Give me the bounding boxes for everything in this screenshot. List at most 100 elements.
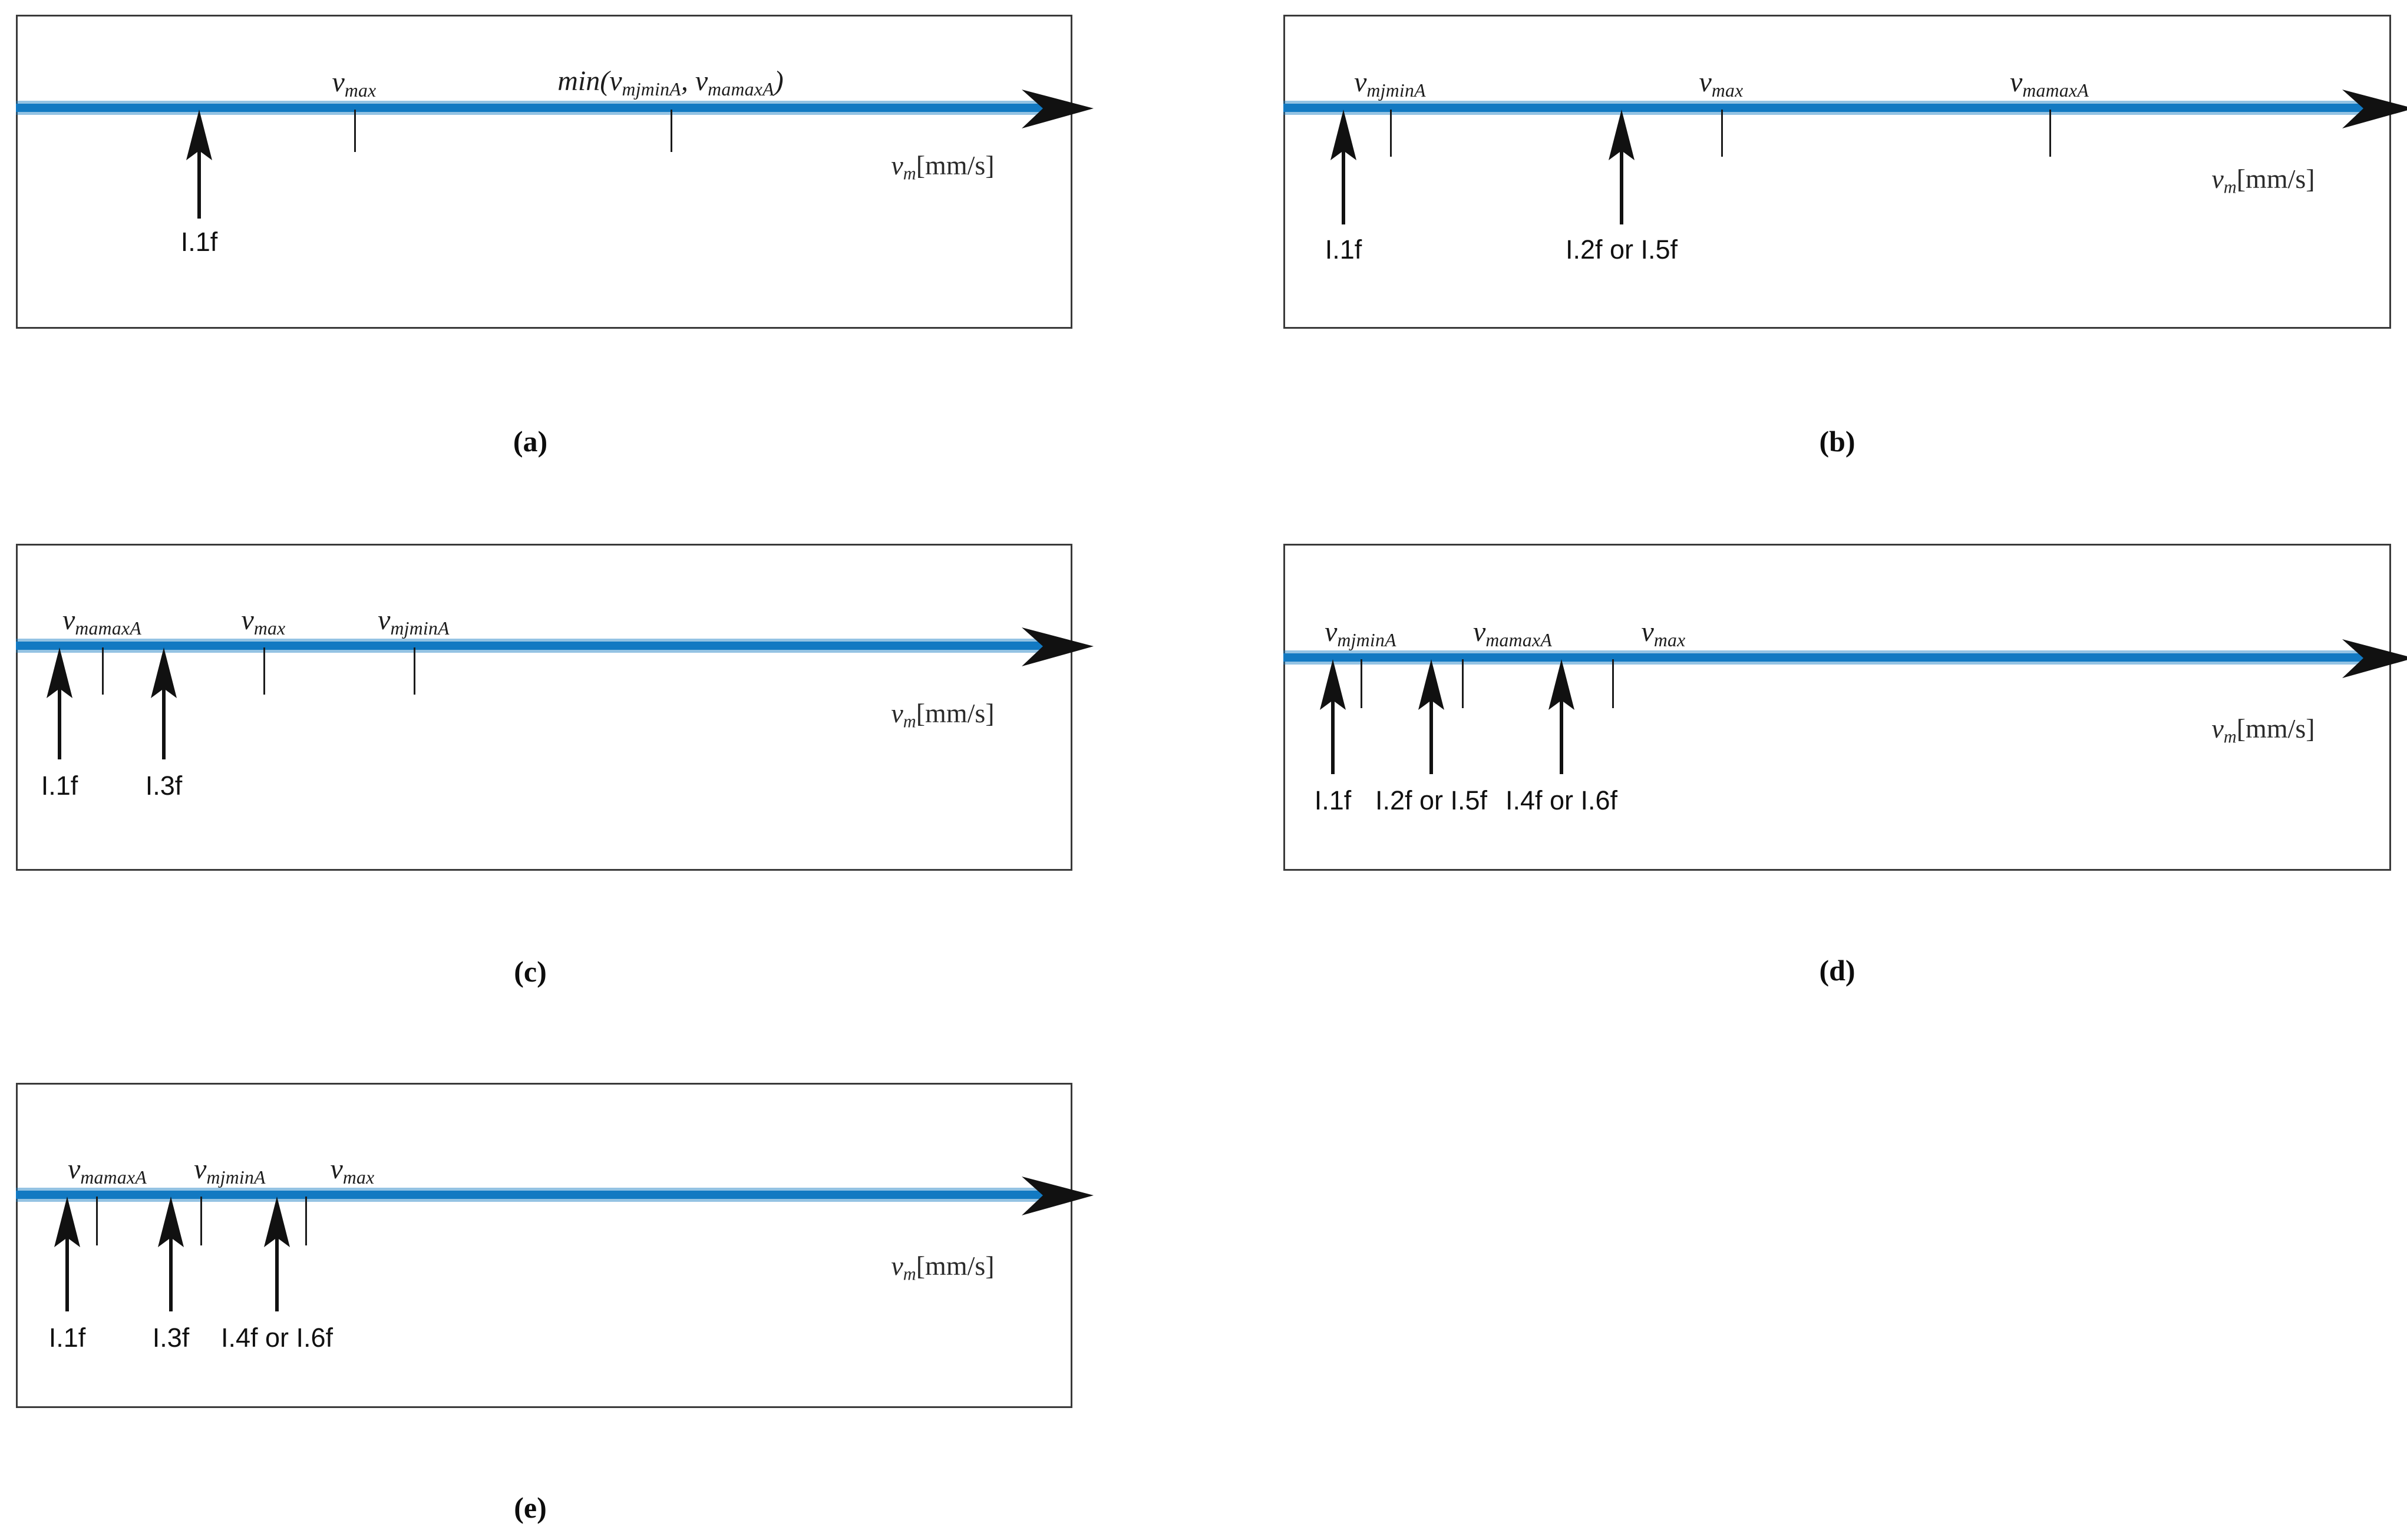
tick-label-vmax: vmax bbox=[242, 606, 286, 638]
tick-label-vmjminA: vmjminA bbox=[1325, 618, 1396, 650]
tick-mark bbox=[305, 1197, 307, 1245]
tick-label-sub: mjminA bbox=[1366, 80, 1426, 101]
panel-b: vmjminA vmax vmamaxA I.1f I.2f or I.5f v… bbox=[1283, 15, 2407, 329]
tick-mark bbox=[1612, 659, 1614, 708]
tick-label-min-expression: min(vmjminA, vmamaxA) bbox=[557, 67, 784, 99]
caption-d: (d) bbox=[1819, 954, 1855, 987]
arrow-label: I.4f or I.6f bbox=[1505, 785, 1618, 815]
tick-label-base: v bbox=[1699, 67, 1712, 98]
unit-sub: m bbox=[2223, 726, 2237, 747]
tick-label-sub: mjminA bbox=[1337, 629, 1396, 650]
tick-label-vmamaxA: vmamaxA bbox=[1473, 618, 1552, 650]
tick-label-sub: mamaxA bbox=[2022, 80, 2089, 101]
min-arg1-base: v bbox=[609, 65, 622, 97]
tick-label-vmjminA: vmjminA bbox=[1354, 68, 1426, 100]
unit-bracket: [mm/s] bbox=[2236, 164, 2315, 194]
up-arrow bbox=[52, 1197, 82, 1311]
axis-unit-label-c: vm[mm/s] bbox=[891, 700, 994, 731]
tick-label-base: v bbox=[1641, 616, 1654, 647]
tick-label-sub: max bbox=[1653, 629, 1686, 650]
axis-unit-label-d: vm[mm/s] bbox=[2211, 715, 2314, 746]
tick-label-base: v bbox=[241, 604, 254, 636]
arrow-label: I.1f bbox=[1325, 234, 1362, 265]
tick-mark bbox=[671, 110, 672, 152]
tick-label-sub: mjminA bbox=[206, 1166, 266, 1188]
axis-unit-label-b: vm[mm/s] bbox=[2211, 166, 2314, 196]
tick-mark bbox=[200, 1197, 202, 1245]
unit-sub: m bbox=[903, 163, 916, 184]
tick-mark bbox=[1462, 659, 1464, 708]
tick-mark bbox=[2049, 110, 2051, 157]
up-arrow bbox=[262, 1197, 292, 1311]
tick-label-sub: max bbox=[253, 617, 286, 639]
panel-d: vmjminA vmamaxA vmax I.1f I.2f or I.5f I… bbox=[1283, 544, 2407, 871]
tick-label-vmamaxA: vmamaxA bbox=[2010, 68, 2089, 100]
tick-label-base: v bbox=[194, 1154, 207, 1185]
tick-label-base: v bbox=[1473, 616, 1486, 647]
arrow-label: I.2f or I.5f bbox=[1565, 234, 1678, 265]
arrow-label: I.3f bbox=[145, 771, 183, 801]
axis-unit-label-e: vm[mm/s] bbox=[891, 1253, 994, 1283]
tick-label-vmamaxA: vmamaxA bbox=[68, 1155, 147, 1187]
unit-sub: m bbox=[903, 1264, 916, 1284]
min-arg2-base: v bbox=[695, 65, 708, 97]
unit-bracket: [mm/s] bbox=[916, 150, 995, 180]
arrow-label: I.1f bbox=[48, 1323, 86, 1353]
min-comma: , bbox=[681, 65, 695, 97]
tick-label-sub: mamaxA bbox=[75, 617, 141, 639]
tick-label-sub: mamaxA bbox=[80, 1166, 147, 1188]
axis-unit-label-a: vm[mm/s] bbox=[891, 152, 994, 183]
caption-c: (c) bbox=[514, 955, 547, 988]
tick-label-sub: max bbox=[1711, 80, 1744, 101]
tick-label-sub: mjminA bbox=[390, 617, 450, 639]
tick-label-vmax: vmax bbox=[1642, 618, 1686, 650]
tick-mark bbox=[102, 647, 104, 695]
tick-label-base: v bbox=[1354, 67, 1367, 98]
unit-base: v bbox=[891, 698, 903, 728]
tick-label-base: v bbox=[62, 604, 75, 636]
min-arg1-sub: mjminA bbox=[622, 78, 681, 100]
arrow-label: I.3f bbox=[152, 1323, 190, 1353]
arrow-label: I.1f bbox=[1314, 785, 1352, 815]
tick-label-sub: max bbox=[344, 80, 377, 101]
arrow-label: I.2f or I.5f bbox=[1375, 785, 1488, 815]
min-open: min( bbox=[557, 65, 610, 97]
tick-label-vmjminA: vmjminA bbox=[378, 606, 450, 638]
up-arrow bbox=[1318, 659, 1348, 774]
min-close: ) bbox=[774, 65, 784, 97]
up-arrow bbox=[184, 110, 214, 219]
up-arrow bbox=[156, 1197, 186, 1311]
tick-label-vmax: vmax bbox=[331, 1155, 375, 1187]
caption-b: (b) bbox=[1819, 425, 1855, 458]
unit-sub: m bbox=[2223, 177, 2237, 197]
arrow-label: I.1f bbox=[41, 771, 78, 801]
unit-base: v bbox=[2211, 713, 2224, 743]
tick-label-sub: mamaxA bbox=[1485, 629, 1552, 650]
tick-label-base: v bbox=[68, 1154, 81, 1185]
up-arrow bbox=[148, 647, 179, 759]
unit-bracket: [mm/s] bbox=[916, 1251, 995, 1281]
axis-line-d bbox=[1283, 653, 2379, 662]
tick-label-vmjminA: vmjminA bbox=[194, 1155, 266, 1187]
unit-base: v bbox=[891, 150, 903, 180]
tick-label-base: v bbox=[332, 67, 345, 98]
panel-e: vmamaxA vmjminA vmax I.1f I.3f I.4f or I… bbox=[16, 1083, 1094, 1408]
up-arrow bbox=[44, 647, 75, 759]
tick-mark bbox=[414, 647, 415, 695]
tick-label-base: v bbox=[330, 1154, 343, 1185]
axis-line-a bbox=[16, 104, 1060, 112]
axis-line-c bbox=[16, 642, 1060, 650]
tick-mark bbox=[354, 110, 356, 152]
tick-label-sub: max bbox=[342, 1166, 375, 1188]
caption-a: (a) bbox=[513, 425, 548, 458]
up-arrow bbox=[1606, 110, 1637, 224]
up-arrow bbox=[1328, 110, 1359, 224]
axis-line-b bbox=[1283, 104, 2379, 112]
min-arg2-sub: mamaxA bbox=[708, 78, 774, 100]
tick-mark bbox=[1361, 659, 1362, 708]
unit-sub: m bbox=[903, 711, 916, 732]
tick-label-vmax: vmax bbox=[332, 68, 377, 100]
tick-mark bbox=[1390, 110, 1392, 157]
tick-mark bbox=[1721, 110, 1723, 157]
tick-label-base: v bbox=[1325, 616, 1338, 647]
